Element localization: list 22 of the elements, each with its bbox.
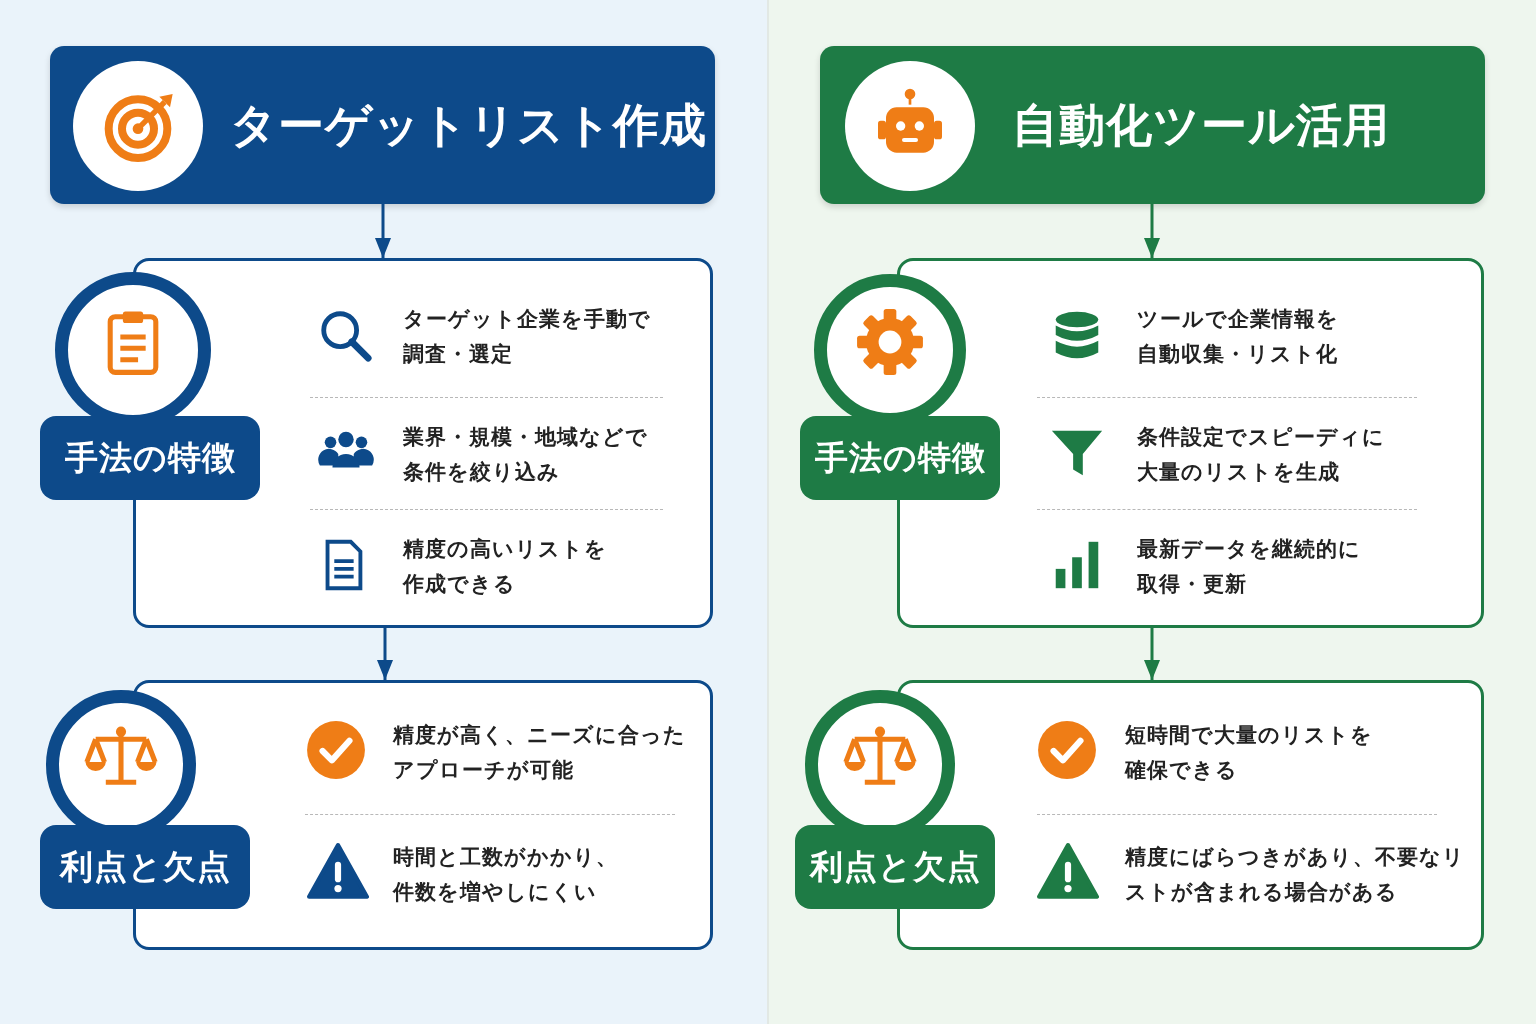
item-text: 時間と工数がかかり、件数を増やしにくい [393,844,619,906]
section-badge: 利点と欠点 [40,825,250,909]
arrow [377,628,393,680]
item-text: 短時間で大量のリストを確保できる [1125,722,1374,784]
item-text: 業界・規模・地域などで条件を絞り込み [403,424,649,486]
item-text: ツールで企業情報を自動収集・リスト化 [1137,306,1340,368]
item-text: 最新データを継続的に取得・更新 [1137,536,1362,598]
title-text: ターゲットリスト作成 [230,97,707,154]
item-text: ターゲット企業を手動で調査・選定 [403,306,652,368]
section-badge: 手法の特徴 [40,416,260,500]
arrow [1144,204,1160,258]
section-badge: 手法の特徴 [800,416,1000,500]
item-text: 条件設定でスピーディに大量のリストを生成 [1137,424,1386,486]
header-banner [50,46,715,204]
item-text: 精度が高く、ニーズに合ったアプローチが可能 [393,722,687,784]
section-badge: 利点と欠点 [795,825,995,909]
item-text: 精度にばらつきがあり、不要なリストが含まれる場合がある [1125,844,1466,906]
title-text: 自動化ツール活用 [1012,97,1390,154]
arrow [1144,628,1160,680]
header-banner [820,46,1485,204]
item-text: 精度の高いリストを作成できる [403,536,608,598]
arrow [375,204,391,258]
